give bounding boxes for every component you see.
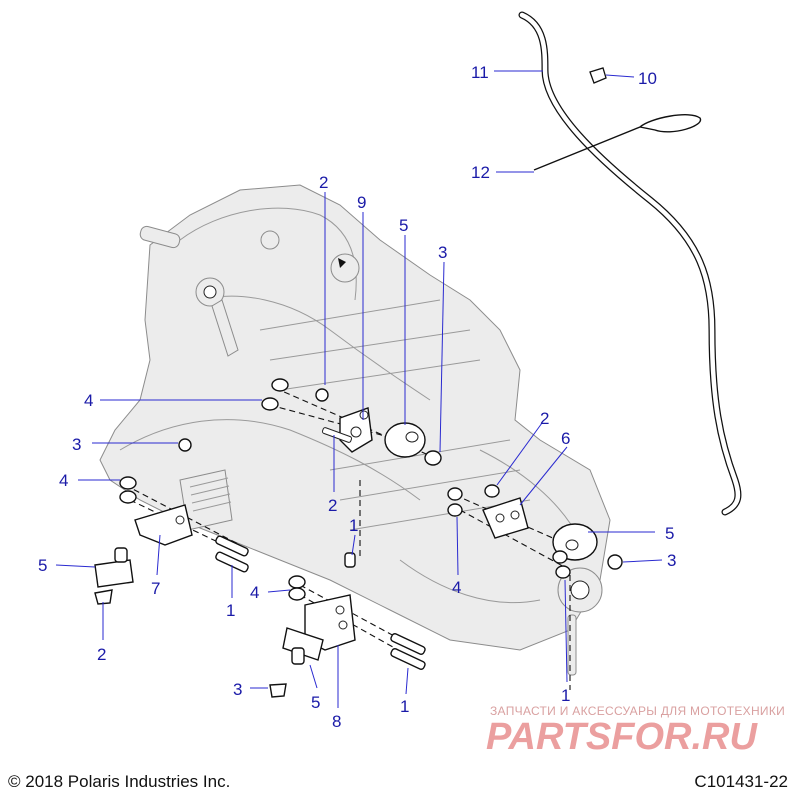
bracket-7 bbox=[134, 504, 193, 546]
diagram-code: C101431-22 bbox=[694, 772, 788, 791]
callout-3: 3 bbox=[72, 435, 81, 454]
rubber-mount-right bbox=[552, 523, 598, 561]
nut-pair-lower bbox=[288, 575, 306, 601]
callout-5: 5 bbox=[399, 216, 408, 235]
callout-4: 4 bbox=[59, 471, 68, 490]
copyright-text: © 2018 Polaris Industries Inc. bbox=[8, 772, 231, 791]
callout-4: 4 bbox=[84, 391, 93, 410]
bushing-lower bbox=[269, 683, 287, 698]
callout-12: 12 bbox=[471, 163, 490, 182]
nut-pair-left bbox=[119, 476, 137, 504]
callout-3: 3 bbox=[438, 243, 447, 262]
callout-1: 1 bbox=[400, 697, 409, 716]
callout-3: 3 bbox=[233, 680, 242, 699]
bolt-pair-lower bbox=[390, 633, 426, 670]
callout-2: 2 bbox=[540, 409, 549, 428]
bushing-right bbox=[607, 554, 623, 570]
callout-2: 1 bbox=[349, 516, 358, 535]
vent-hose-clamp bbox=[589, 67, 607, 84]
nut-pair-upper bbox=[261, 378, 329, 411]
callout-1: 1 bbox=[561, 686, 570, 705]
rubber-mount-left bbox=[94, 547, 134, 588]
leader-lines bbox=[55, 70, 663, 708]
callout-4: 4 bbox=[452, 578, 461, 597]
bolt-pair-left bbox=[215, 535, 249, 573]
watermark-logo: PARTSFOR.RU bbox=[486, 716, 757, 758]
vent-hose bbox=[518, 11, 742, 516]
bushing-left bbox=[178, 438, 192, 452]
callout-6: 6 bbox=[561, 429, 570, 448]
bolt-group-right bbox=[552, 550, 571, 579]
bushing-upper bbox=[424, 450, 442, 466]
callout-2: 2 bbox=[97, 645, 106, 664]
spacer-center bbox=[344, 552, 356, 568]
callout-3: 3 bbox=[667, 551, 676, 570]
nut-pair-right bbox=[447, 487, 463, 517]
cable-tie bbox=[533, 114, 701, 171]
parts bbox=[94, 378, 623, 698]
callout-5: 5 bbox=[311, 693, 320, 712]
vent-hose-assembly bbox=[518, 11, 742, 516]
callout-4: 4 bbox=[250, 583, 259, 602]
callout-10: 10 bbox=[638, 69, 657, 88]
callout-8: 8 bbox=[332, 712, 341, 731]
bracket-6 bbox=[482, 497, 529, 539]
callout-numbers: 2 9 5 3 4 3 4 5 7 2 1 4 2 1 3 5 8 1 2 6 … bbox=[38, 63, 676, 731]
watermark-tagline: ЗАПЧАСТИ И АКСЕССУАРЫ ДЛЯ МОТОТЕХНИКИ bbox=[490, 704, 786, 718]
callout-1: 1 bbox=[226, 601, 235, 620]
callout-11: 11 bbox=[471, 63, 489, 82]
spacer-right bbox=[484, 484, 500, 498]
bolt-upper bbox=[321, 427, 353, 443]
callout-5: 5 bbox=[38, 556, 47, 575]
rubber-mount-lower bbox=[282, 627, 324, 665]
spacer-left bbox=[94, 589, 113, 605]
callout-7: 7 bbox=[151, 579, 160, 598]
callout-1: 2 bbox=[328, 496, 337, 515]
callout-9: 9 bbox=[357, 193, 366, 212]
callout-2: 2 bbox=[319, 173, 328, 192]
rubber-mount-upper bbox=[384, 422, 426, 458]
callout-5: 5 bbox=[665, 524, 674, 543]
